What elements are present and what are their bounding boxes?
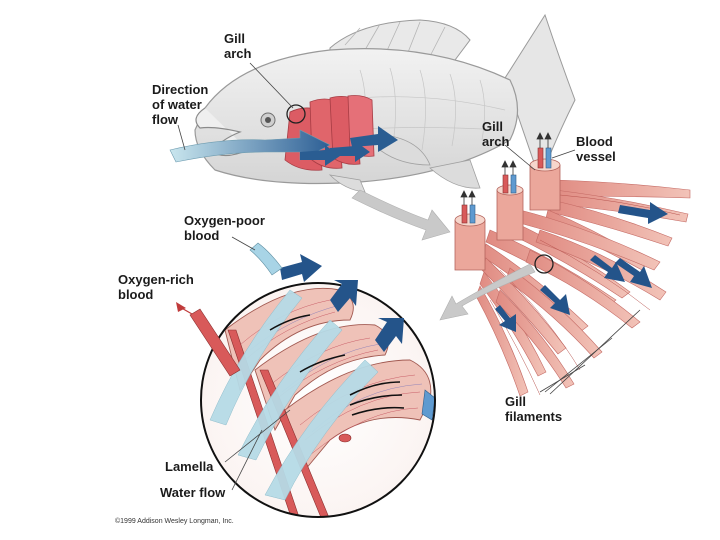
label-lamella: Lamella: [165, 459, 214, 474]
oxygen-poor-pointer: [231, 236, 256, 251]
label-gill-arch-top: Gill arch: [224, 31, 252, 61]
blood-vessel-pointer: [551, 149, 576, 159]
label-blood-vessel: Blood vessel: [576, 134, 616, 164]
lamella-pointer: [224, 409, 291, 463]
fish: [169, 13, 576, 193]
filament-marker: [534, 254, 554, 274]
copyright-notice: ©1999 Addison Wesley Longman, Inc.: [115, 518, 234, 525]
label-gill-arch-right: Gill arch: [482, 119, 510, 149]
label-direction-of-water-flow: Direction of water flow: [152, 82, 209, 127]
lamella-flow-arrows: [280, 254, 404, 352]
water-direction-pointer: [177, 124, 186, 151]
gill-arch-marker: [286, 104, 306, 124]
label-gill-filaments: Gill filaments: [505, 394, 563, 424]
gill-arch-right-pointer: [504, 144, 536, 171]
filament-flow-arrows: [495, 202, 668, 332]
water-flow-pointer: [231, 429, 263, 491]
label-water-flow: Water flow: [160, 485, 226, 500]
gill-arches: [454, 132, 691, 397]
zoom-arrow-1: [351, 189, 451, 241]
zoom-arrow-2: [439, 263, 536, 321]
gill-arch-top-pointer: [249, 62, 294, 109]
magnified-lamellae: [200, 254, 436, 518]
external-vessels: [176, 242, 283, 377]
gill-flow-arrows: [300, 126, 398, 166]
label-oxygen-rich-blood: Oxygen-rich blood: [118, 272, 194, 302]
label-oxygen-poor-blood: Oxygen-poor blood: [184, 213, 265, 243]
